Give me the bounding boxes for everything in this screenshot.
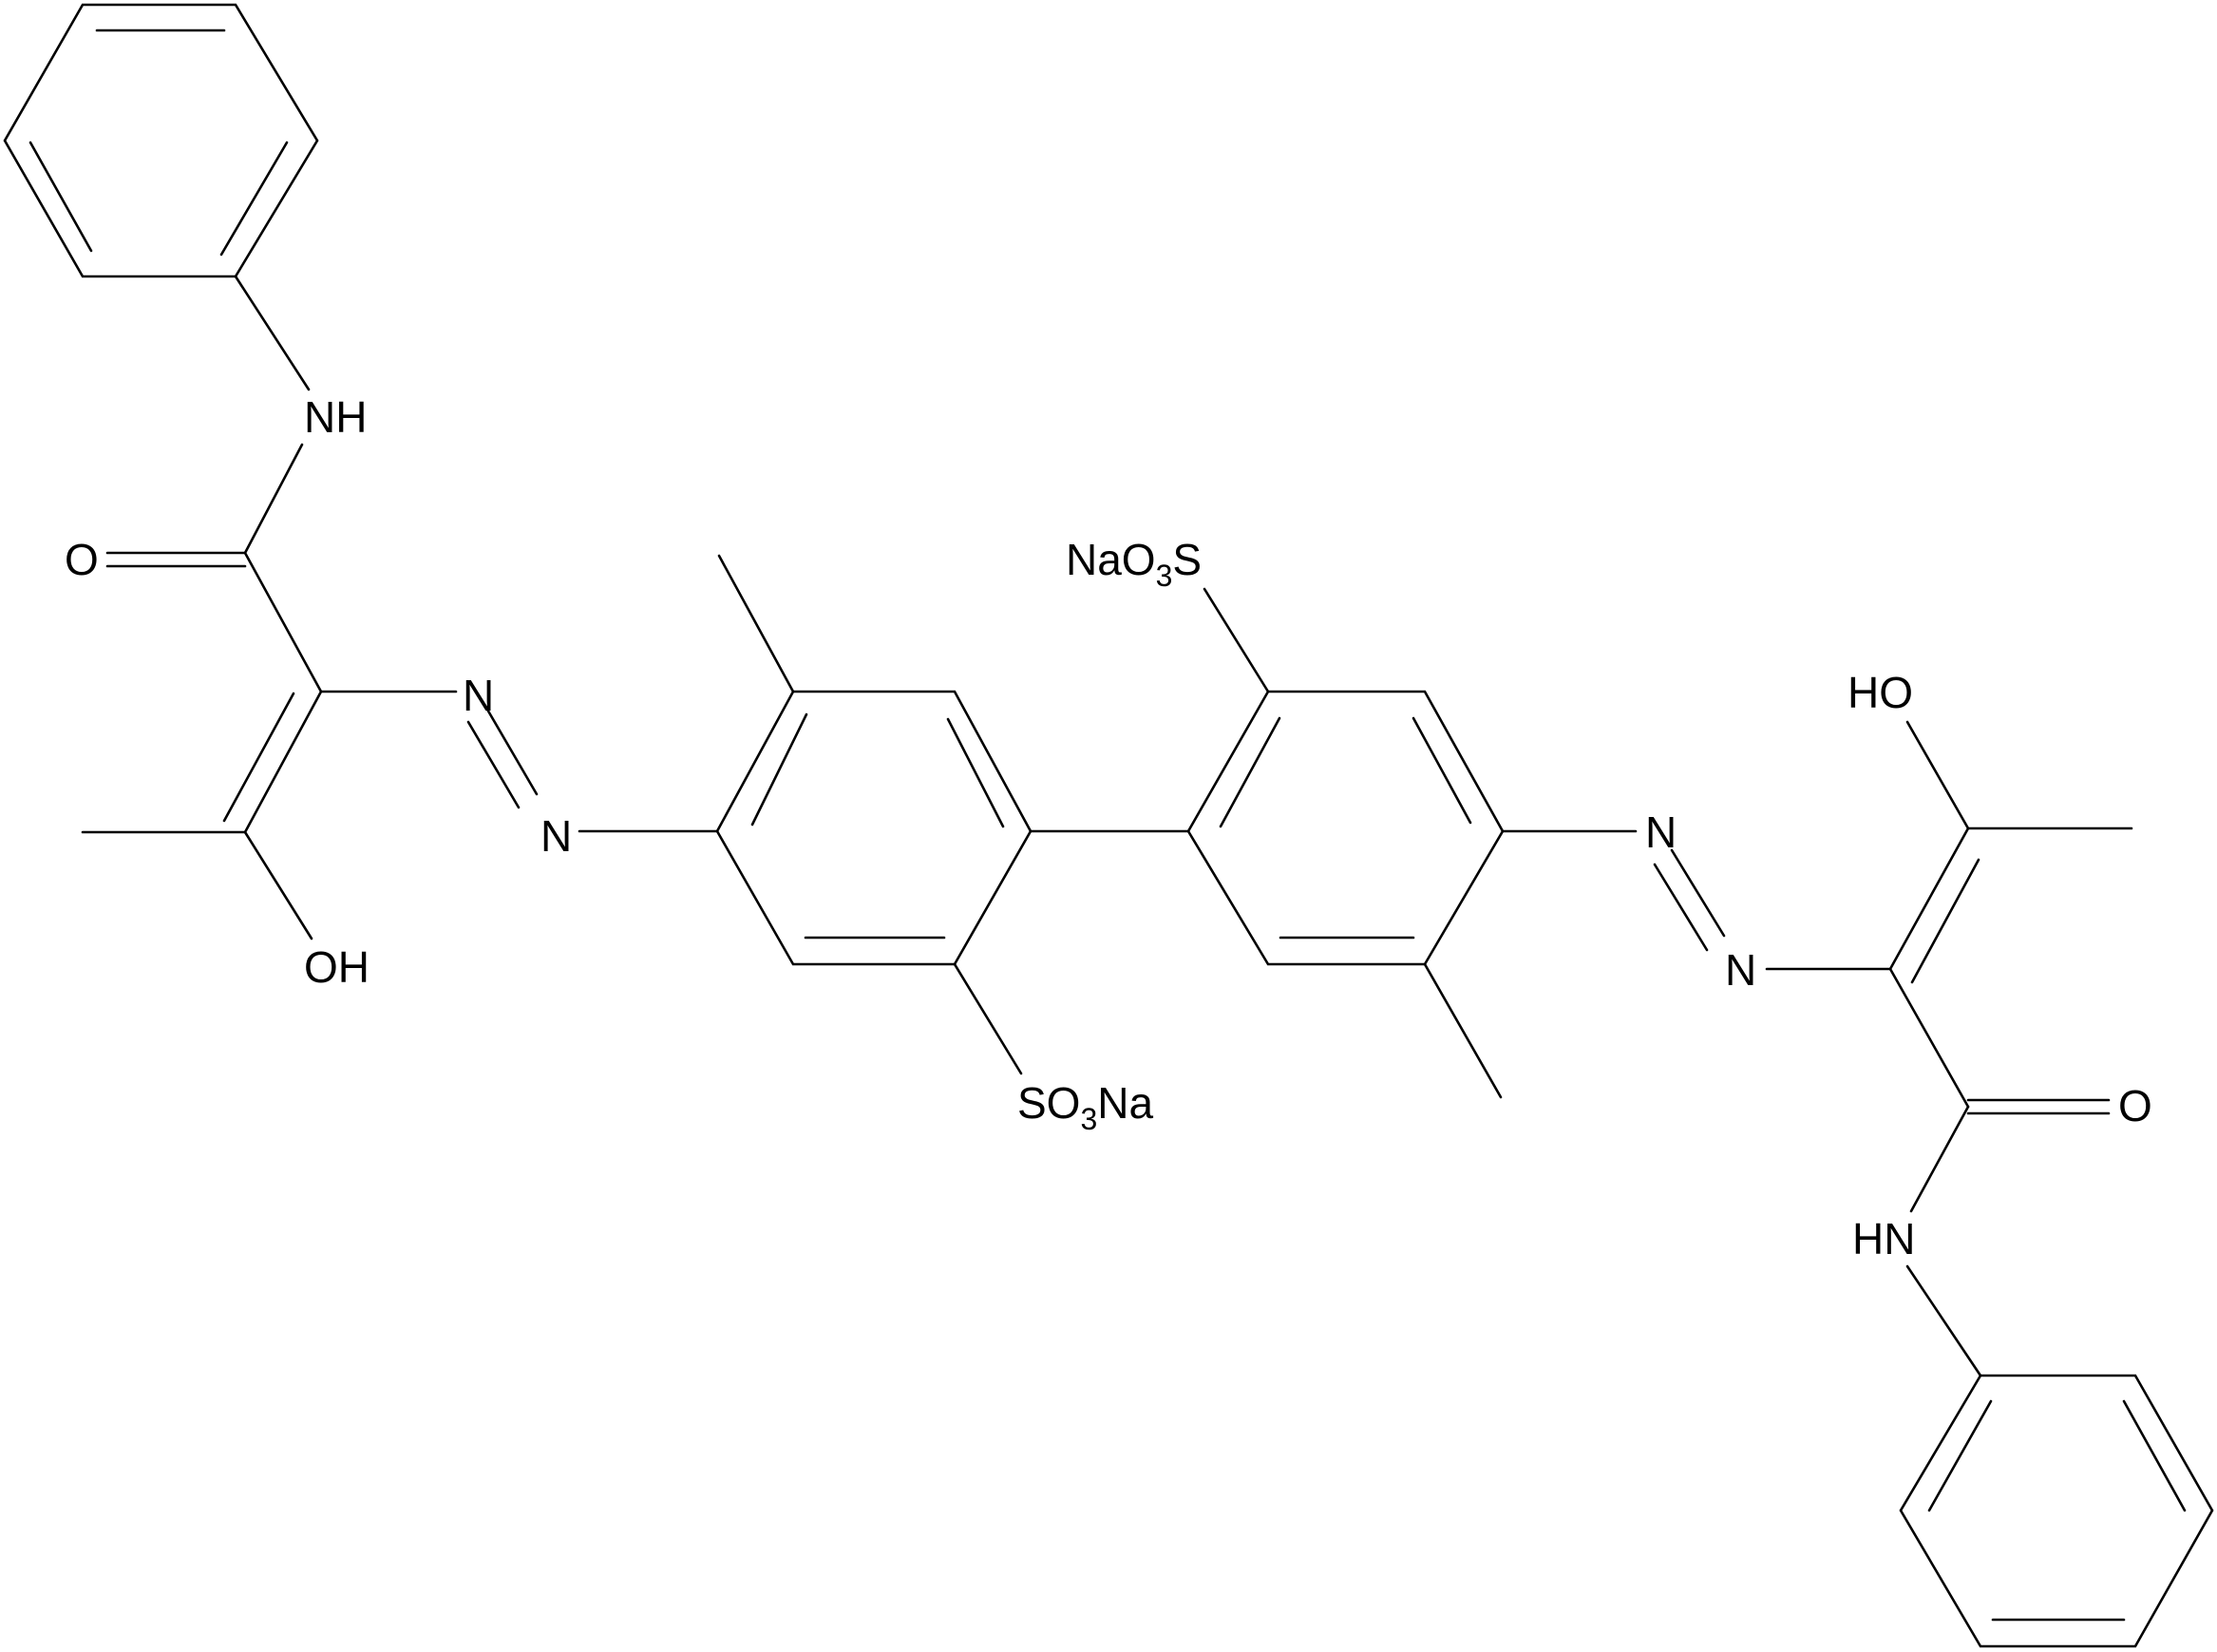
phenyl-ring-top	[3, 3, 319, 278]
label-n-right-1: N	[1645, 807, 1677, 857]
methyl-right	[1423, 962, 1503, 1099]
label-so3na: SO3Na	[1017, 1078, 1153, 1136]
label-o-right: O	[2118, 1081, 2152, 1130]
label-nao3s: NaO3S	[1066, 535, 1202, 593]
label-oh-left: OH	[304, 942, 370, 992]
bond-ring-so3na	[953, 962, 1023, 1075]
label-nh-top: NH	[304, 392, 367, 442]
label-n-right-2: N	[1725, 945, 1756, 995]
methyl-left	[717, 554, 795, 693]
so3na-suffix: Na	[1097, 1078, 1153, 1128]
nao3s-suffix: S	[1172, 535, 1202, 584]
phenyl-ring-bottom	[1899, 1374, 2214, 1648]
so3na-subscript: 3	[1080, 1102, 1097, 1136]
label-n-left-2: N	[540, 811, 572, 861]
label-hn-bottom: HN	[1852, 1214, 1915, 1263]
nao3s-prefix: NaO	[1066, 535, 1156, 584]
label-n-left-1: N	[463, 671, 494, 720]
left-side-chain	[81, 443, 719, 940]
bond-phenyl-nh-top	[234, 275, 311, 391]
benzene-ring-left	[715, 690, 1033, 966]
so3na-prefix: SO	[1017, 1078, 1080, 1128]
benzene-ring-right	[1186, 690, 1505, 966]
right-side-chain	[1501, 720, 2133, 1213]
nao3s-subscript: 3	[1156, 559, 1173, 593]
bond-hn-phenyl-bottom	[1905, 1264, 1982, 1377]
bond-ring-nao3s	[1203, 587, 1270, 693]
label-ho-right: HO	[1848, 668, 1913, 717]
label-o-top: O	[65, 535, 99, 584]
